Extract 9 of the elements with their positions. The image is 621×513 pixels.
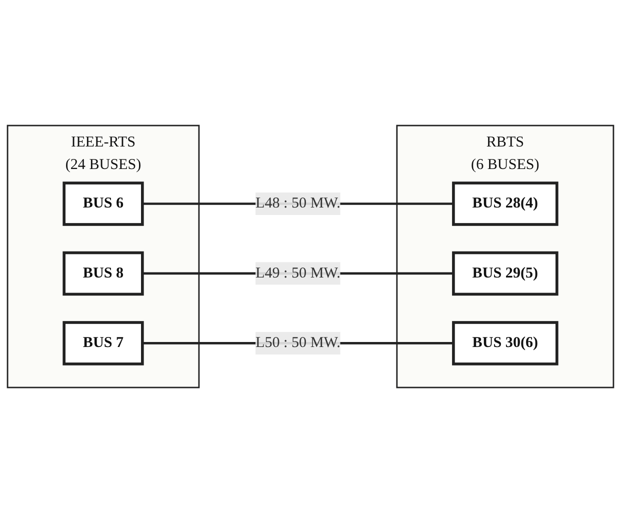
node-box: BUS 29(5)	[452, 251, 558, 296]
edge-label: L48 : 50 MW.	[256, 195, 340, 212]
node-box: BUS 7	[62, 321, 144, 366]
node-box: BUS 6	[62, 182, 144, 226]
edge-label: L49 : 50 MW.	[256, 264, 340, 281]
edge-label: L50 : 50 MW.	[256, 334, 340, 351]
node-box: BUS 8	[62, 251, 144, 296]
node-box: BUS 28(4)	[452, 182, 558, 226]
node-box: BUS 30(6)	[452, 321, 558, 366]
